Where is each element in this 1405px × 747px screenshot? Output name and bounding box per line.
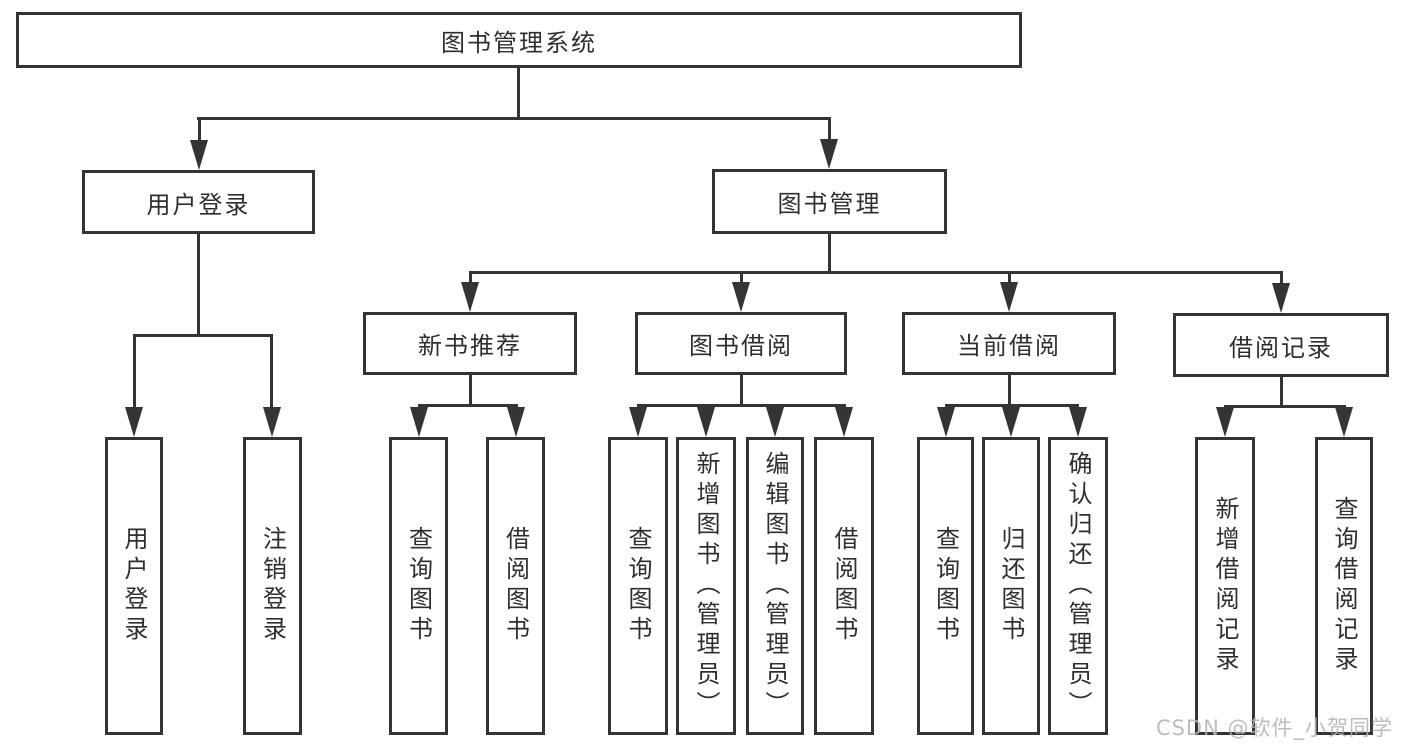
connector-vline: [133, 334, 136, 410]
arrowhead-down-icon: [820, 139, 838, 169]
connector-hline: [418, 404, 518, 407]
arrowhead-down-icon: [697, 407, 715, 437]
csdn-watermark: CSDN @软件_小贺同学: [1155, 716, 1393, 740]
leaf-borrow-books-2-label: 借阅图书: [830, 526, 858, 646]
arrowhead-down-icon: [937, 407, 955, 437]
leaf-borrow-books-1-label: 借阅图书: [501, 526, 530, 646]
connector-vline: [197, 234, 200, 337]
connector-hline: [469, 271, 1282, 274]
arrowhead-down-icon: [1002, 407, 1020, 437]
leaf-logout-label: 注销登录: [258, 526, 287, 646]
leaf-add-borrow-record: 新增借阅记录: [1195, 437, 1255, 735]
arrowhead-down-icon: [1216, 407, 1234, 437]
node-book-management-label: 图书管理: [777, 190, 882, 218]
leaf-user-login: 用户登录: [105, 437, 163, 735]
arrowhead-down-icon: [1000, 282, 1018, 312]
connector-vline: [469, 271, 472, 286]
arrowhead-down-icon: [410, 407, 428, 437]
leaf-return-books: 归还图书: [982, 437, 1040, 735]
leaf-add-borrow-record-label: 新增借阅记录: [1211, 496, 1239, 676]
connector-vline: [1280, 377, 1283, 408]
leaf-add-book-admin: 新增图书（管理员）: [676, 437, 736, 735]
leaf-logout: 注销登录: [243, 437, 302, 735]
node-book-borrow: 图书借阅: [635, 312, 847, 375]
leaf-edit-book-admin-label: 编辑图书（管理员）: [761, 451, 789, 721]
connector-vline: [1280, 271, 1283, 286]
node-borrow-records-label: 借阅记录: [1229, 333, 1333, 362]
connector-hline: [133, 334, 273, 337]
arrowhead-down-icon: [263, 407, 281, 437]
arrowhead-down-icon: [1335, 407, 1353, 437]
leaf-query-books-1-label: 查询图书: [404, 526, 433, 646]
leaf-query-books-2: 查询图书: [608, 437, 668, 735]
node-new-book-recommend: 新书推荐: [363, 312, 577, 375]
leaf-confirm-return-admin: 确认归还（管理员）: [1048, 437, 1108, 735]
node-book-management: 图书管理: [712, 169, 947, 234]
arrowhead-down-icon: [125, 407, 143, 437]
leaf-borrow-books-1: 借阅图书: [486, 437, 545, 735]
arrowhead-down-icon: [507, 407, 525, 437]
leaf-query-books-3-label: 查询图书: [931, 526, 960, 646]
connector-hline: [197, 117, 831, 120]
leaf-user-login-label: 用户登录: [120, 526, 148, 646]
arrowhead-down-icon: [1272, 283, 1290, 313]
arrowhead-down-icon: [835, 407, 853, 437]
connector-hline: [945, 404, 1079, 407]
leaf-confirm-return-admin-label: 确认归还（管理员）: [1064, 451, 1092, 721]
arrowhead-down-icon: [766, 407, 784, 437]
connector-vline: [517, 68, 520, 118]
leaf-add-book-admin-label: 新增图书（管理员）: [692, 451, 720, 721]
leaf-query-borrow-record-label: 查询借阅记录: [1330, 496, 1358, 676]
node-current-borrow-label: 当前借阅: [957, 332, 1061, 360]
leaf-query-books-1: 查询图书: [389, 437, 448, 735]
leaf-borrow-books-2: 借阅图书: [814, 437, 874, 735]
arrowhead-down-icon: [190, 140, 208, 170]
arrowhead-down-icon: [1069, 407, 1087, 437]
node-borrow-records: 借阅记录: [1173, 313, 1389, 377]
connector-vline: [469, 375, 472, 407]
connector-vline: [270, 334, 273, 410]
connector-hline: [637, 404, 846, 407]
arrowhead-down-icon: [461, 282, 479, 312]
connector-vline: [828, 234, 831, 274]
arrowhead-down-icon: [732, 282, 750, 312]
connector-hline: [1224, 405, 1346, 408]
leaf-edit-book-admin: 编辑图书（管理员）: [746, 437, 804, 735]
connector-vline: [198, 117, 201, 145]
leaf-return-books-label: 归还图书: [997, 526, 1025, 646]
node-new-book-recommend-label: 新书推荐: [418, 332, 522, 360]
arrowhead-down-icon: [629, 407, 647, 437]
connector-vline: [740, 271, 743, 286]
node-book-borrow-label: 图书借阅: [689, 332, 793, 360]
connector-vline: [828, 117, 831, 144]
node-user-login-label: 用户登录: [146, 190, 251, 219]
node-root: 图书管理系统: [16, 12, 1022, 68]
node-root-label: 图书管理系统: [441, 28, 597, 57]
connector-vline: [740, 375, 743, 407]
leaf-query-books-3: 查询图书: [917, 437, 974, 735]
connector-vline: [1008, 271, 1011, 286]
leaf-query-borrow-record: 查询借阅记录: [1315, 437, 1373, 735]
leaf-query-books-2-label: 查询图书: [624, 526, 652, 646]
node-current-borrow: 当前借阅: [902, 312, 1116, 375]
connector-vline: [1008, 375, 1011, 407]
node-user-login: 用户登录: [82, 170, 315, 234]
